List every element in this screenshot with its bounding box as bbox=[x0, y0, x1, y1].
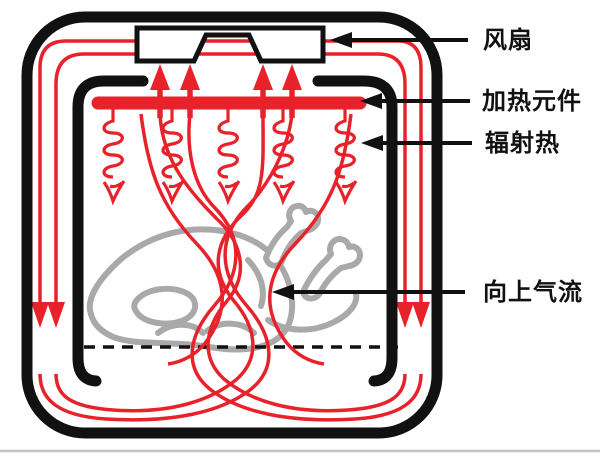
up-arrow-icon bbox=[180, 64, 200, 118]
radiant-coil-icon bbox=[161, 106, 185, 203]
left-arrow-icon bbox=[330, 32, 352, 48]
turkey-detail-lines bbox=[155, 257, 360, 336]
fan-icon bbox=[134, 25, 326, 64]
down-arrow-icon bbox=[396, 302, 414, 328]
airflow-loop-outer bbox=[38, 39, 423, 302]
left-arrow-icon bbox=[361, 135, 383, 151]
inner-chamber-wall-right bbox=[312, 75, 398, 387]
label-radiant-heat: 辐射热 bbox=[485, 129, 560, 157]
radiant-coil-icon bbox=[334, 106, 358, 203]
down-arrow-icon bbox=[412, 302, 430, 328]
label-fan: 风扇 bbox=[483, 26, 533, 54]
down-arrow-icon bbox=[47, 302, 65, 328]
turkey-drumstick-right bbox=[300, 236, 363, 302]
turkey-wing bbox=[131, 285, 198, 327]
up-arrow-icon bbox=[150, 64, 170, 118]
up-arrow-icon bbox=[282, 64, 302, 118]
label-heating-element: 加热元件 bbox=[482, 87, 582, 115]
outer-shell bbox=[21, 11, 443, 439]
inner-chamber-wall-left bbox=[72, 75, 149, 387]
airflow-loop-inner bbox=[54, 52, 407, 302]
airflow-stream bbox=[139, 113, 224, 366]
radiant-coil-icon bbox=[217, 106, 241, 203]
up-arrow-icon bbox=[253, 64, 273, 118]
oven-walls bbox=[21, 11, 443, 439]
airflow-stream bbox=[54, 113, 265, 413]
left-arrow-icon bbox=[360, 93, 382, 109]
down-arrow-icon bbox=[31, 302, 49, 328]
label-pointer-arrowheads bbox=[272, 32, 383, 300]
left-arrow-icon bbox=[272, 284, 294, 300]
label-pointer-lines bbox=[292, 38, 472, 294]
label-upward-airflow: 向上气流 bbox=[483, 278, 583, 306]
airflow-lines bbox=[38, 39, 423, 422]
radiant-coil-icon bbox=[102, 106, 126, 203]
turkey-drumstick-left bbox=[263, 202, 322, 269]
